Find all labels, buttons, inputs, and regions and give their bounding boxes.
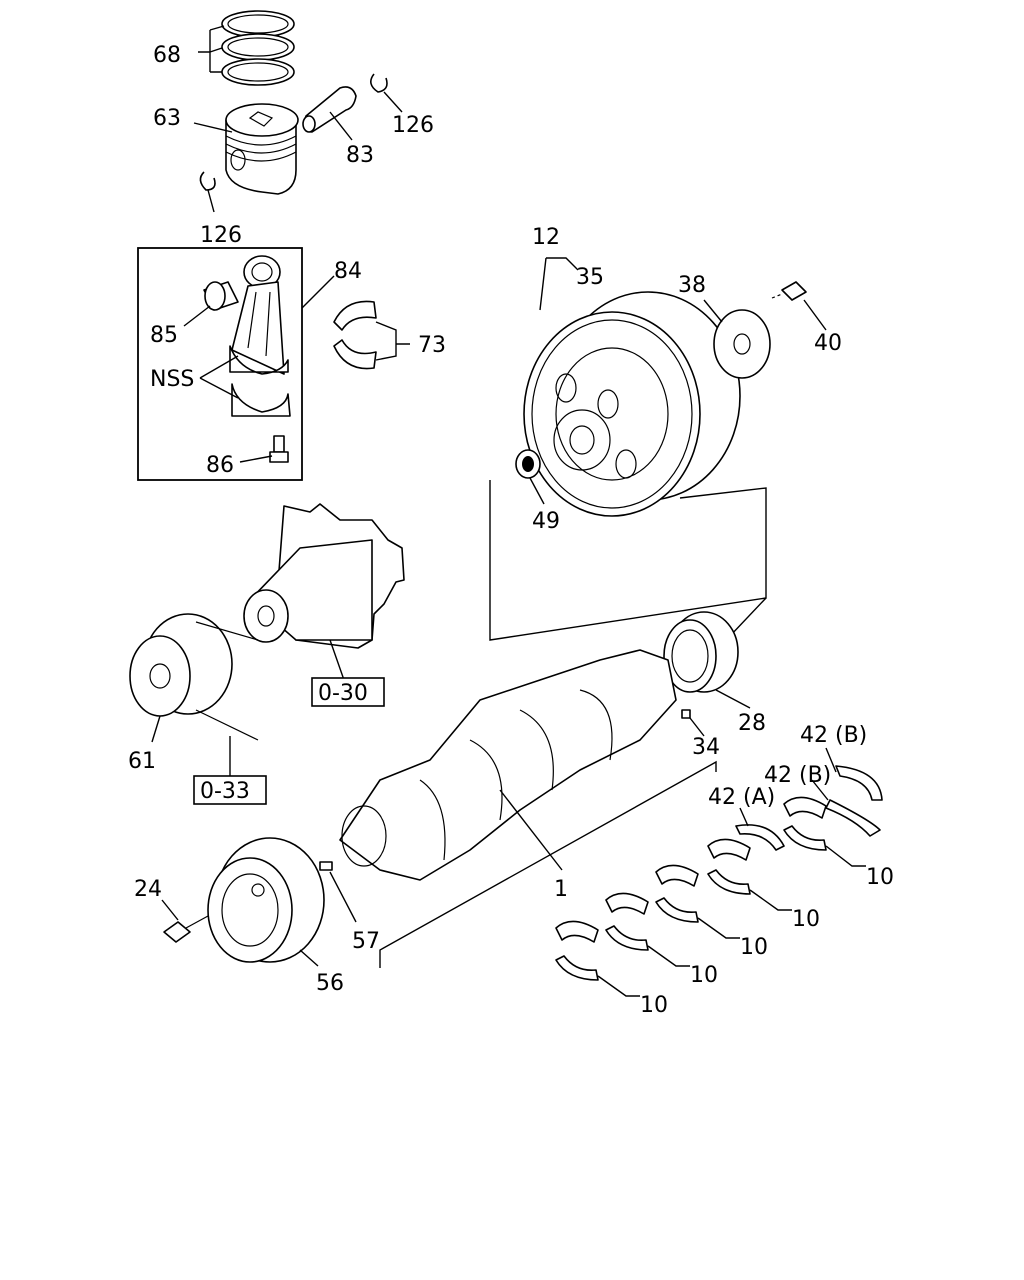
leader-1 bbox=[499, 789, 563, 871]
leader-10e bbox=[597, 975, 640, 997]
ref-0-33: 0-33 bbox=[200, 779, 250, 804]
conrod-bearings[interactable] bbox=[333, 300, 377, 370]
water-pump[interactable] bbox=[243, 503, 405, 649]
leader-10c bbox=[697, 917, 740, 939]
leader-126-top bbox=[383, 91, 403, 113]
label-49: 49 bbox=[532, 509, 560, 534]
crank-group-bracket bbox=[379, 760, 717, 968]
label-35: 35 bbox=[576, 265, 604, 290]
label-126-bottom: 126 bbox=[200, 223, 242, 248]
label-85: 85 bbox=[150, 323, 178, 348]
leader-24 bbox=[161, 899, 179, 921]
flywheel[interactable] bbox=[523, 291, 741, 517]
flywheel-plate[interactable] bbox=[713, 309, 771, 379]
label-38: 38 bbox=[678, 273, 706, 298]
label-42b2: 42 (B) bbox=[764, 763, 831, 788]
leader-85 bbox=[183, 305, 211, 327]
leader-34 bbox=[689, 717, 705, 737]
thrust-washer-b1[interactable] bbox=[835, 765, 883, 801]
leader-49 bbox=[529, 477, 545, 505]
snap-ring-top[interactable] bbox=[370, 73, 388, 93]
label-42b1: 42 (B) bbox=[800, 723, 867, 748]
leader-42a bbox=[739, 807, 749, 827]
thrust-washer-b2[interactable] bbox=[825, 799, 881, 837]
leader-10d bbox=[647, 945, 690, 967]
label-10a: 10 bbox=[866, 865, 894, 890]
label-57: 57 bbox=[352, 929, 380, 954]
label-34: 34 bbox=[692, 735, 720, 760]
conrod-group-box bbox=[137, 247, 303, 481]
label-84: 84 bbox=[334, 259, 362, 284]
label-28: 28 bbox=[738, 711, 766, 736]
label-61: 61 bbox=[128, 749, 156, 774]
crankshaft[interactable] bbox=[339, 649, 677, 881]
leader-68 bbox=[198, 25, 225, 73]
ref-box-0-33[interactable] bbox=[193, 775, 267, 805]
pulley-bolt[interactable] bbox=[163, 915, 209, 943]
label-24: 24 bbox=[134, 877, 162, 902]
label-10b: 10 bbox=[792, 907, 820, 932]
crank-gear[interactable] bbox=[663, 611, 739, 693]
main-bearings-set-5[interactable] bbox=[555, 920, 599, 981]
label-10e: 10 bbox=[640, 993, 668, 1018]
main-bearings-set-2[interactable] bbox=[707, 838, 751, 895]
leader-28 bbox=[715, 689, 751, 709]
crank-key[interactable] bbox=[681, 709, 691, 719]
label-42a: 42 (A) bbox=[708, 785, 775, 810]
label-63: 63 bbox=[153, 106, 181, 131]
leader-84 bbox=[301, 275, 335, 309]
label-12: 12 bbox=[532, 225, 560, 250]
small-end-bushing[interactable] bbox=[203, 281, 239, 311]
leader-10b bbox=[749, 889, 792, 911]
label-86: 86 bbox=[206, 453, 234, 478]
fan-pulley[interactable] bbox=[129, 613, 259, 741]
dowel-pin[interactable] bbox=[319, 861, 333, 871]
leader-86 bbox=[239, 455, 273, 463]
pilot-bearing[interactable] bbox=[515, 449, 541, 479]
label-10c: 10 bbox=[740, 935, 768, 960]
label-40: 40 bbox=[814, 331, 842, 356]
leader-42b2 bbox=[811, 779, 829, 801]
leader-10a bbox=[825, 845, 866, 867]
main-bearings-set-1[interactable] bbox=[783, 796, 827, 851]
main-bearings-set-4[interactable] bbox=[605, 892, 649, 951]
leader-83 bbox=[329, 111, 353, 141]
label-126-top: 126 bbox=[392, 113, 434, 138]
label-nss: NSS bbox=[150, 367, 194, 392]
leader-57 bbox=[329, 871, 357, 923]
leader-12-35 bbox=[539, 257, 579, 311]
leader-126-bottom bbox=[207, 189, 215, 213]
thrust-washer-a[interactable] bbox=[735, 824, 785, 851]
leader-nss bbox=[199, 355, 239, 399]
leader-56 bbox=[299, 949, 319, 967]
label-56: 56 bbox=[316, 971, 344, 996]
rod-bolt[interactable] bbox=[269, 435, 289, 463]
label-10d: 10 bbox=[690, 963, 718, 988]
leader-38 bbox=[703, 299, 723, 323]
leader-63 bbox=[193, 122, 233, 133]
main-bearings-set-3[interactable] bbox=[655, 864, 699, 923]
bracket-tie bbox=[729, 597, 767, 637]
crank-pulley[interactable] bbox=[207, 837, 325, 963]
piston-rings[interactable] bbox=[221, 10, 295, 86]
label-1: 1 bbox=[554, 877, 568, 902]
label-73: 73 bbox=[418, 333, 446, 358]
connecting-rod[interactable] bbox=[229, 255, 289, 375]
leader-42b1 bbox=[825, 747, 837, 773]
ref-0-30: 0-30 bbox=[318, 681, 368, 706]
leader-40 bbox=[803, 299, 827, 331]
label-83: 83 bbox=[346, 143, 374, 168]
flywheel-bolt[interactable] bbox=[771, 281, 807, 301]
ref-box-0-30[interactable] bbox=[311, 677, 385, 707]
leader-73 bbox=[375, 321, 410, 361]
leader-61 bbox=[151, 715, 161, 743]
piston-pin[interactable] bbox=[302, 86, 357, 133]
label-68: 68 bbox=[153, 43, 181, 68]
snap-ring-bottom[interactable] bbox=[199, 171, 216, 191]
piston[interactable] bbox=[225, 103, 299, 195]
rod-cap[interactable] bbox=[231, 383, 291, 417]
leader-0-30 bbox=[329, 639, 345, 681]
